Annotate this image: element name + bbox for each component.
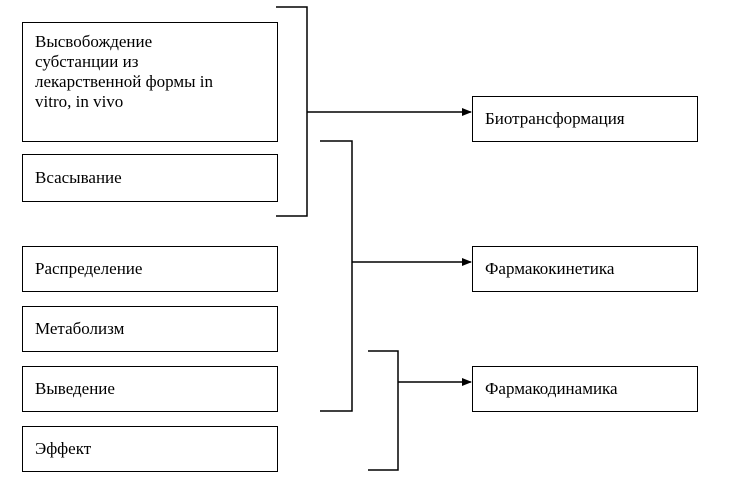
box-pharmacokinetics-label: Фармакокинетика	[485, 259, 615, 278]
box-absorption-label: Всасывание	[35, 168, 122, 187]
box-pharmacodynamics-label: Фармакодинамика	[485, 379, 618, 398]
box-effect-label: Эффект	[35, 439, 92, 458]
box-distribution-label: Распределение	[35, 259, 143, 278]
box-effect: Эффект	[22, 426, 278, 472]
bracket-pharmacodynamics	[368, 350, 399, 471]
bracket-pharmacokinetics	[320, 140, 353, 412]
bracket-biotransformation	[276, 6, 308, 217]
box-absorption: Всасывание	[22, 154, 278, 202]
box-metabolism: Метаболизм	[22, 306, 278, 352]
box-biotransformation-label: Биотрансформация	[485, 109, 625, 128]
box-release-label: Высвобождение субстанции из лекарственно…	[35, 32, 213, 111]
box-distribution: Распределение	[22, 246, 278, 292]
box-release: Высвобождение субстанции из лекарственно…	[22, 22, 278, 142]
box-metabolism-label: Метаболизм	[35, 319, 125, 338]
box-excretion-label: Выведение	[35, 379, 115, 398]
box-biotransformation: Биотрансформация	[472, 96, 698, 142]
box-pharmacodynamics: Фармакодинамика	[472, 366, 698, 412]
box-pharmacokinetics: Фармакокинетика	[472, 246, 698, 292]
box-excretion: Выведение	[22, 366, 278, 412]
